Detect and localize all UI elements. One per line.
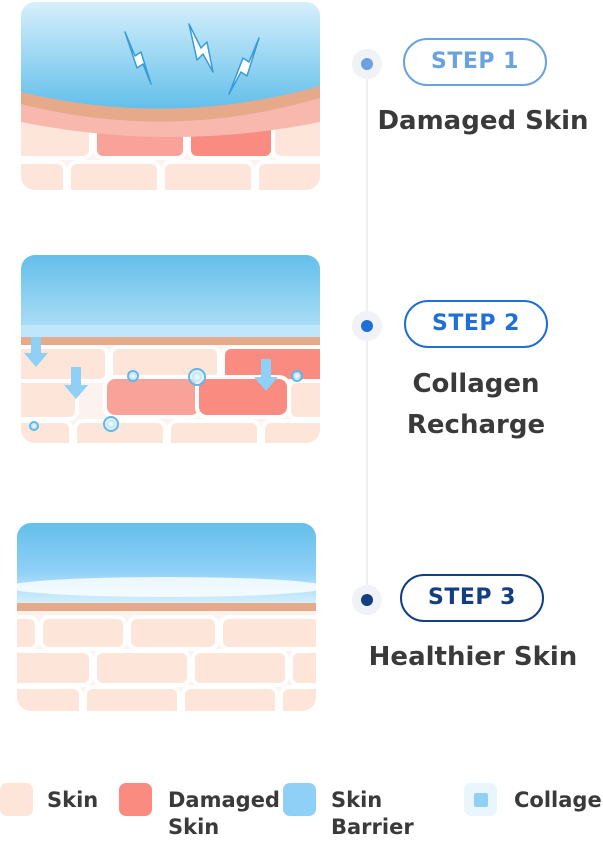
timeline-dot-step-1 (352, 49, 382, 79)
timeline-dot-step-2 (352, 311, 382, 341)
step-1-badge: STEP 1 (403, 38, 547, 86)
timeline-dot-step-3 (352, 585, 382, 615)
collagen-swatch (464, 783, 497, 816)
step-2-badge: STEP 2 (404, 300, 548, 348)
legend-label-damaged-skin: Damaged Skin (168, 788, 280, 839)
step-3-badge: STEP 3 (400, 574, 544, 622)
lightning-bolt-icon (124, 23, 260, 95)
legend-label-skin: Skin (47, 788, 99, 812)
damaged-skin-illustration (21, 2, 320, 190)
skin-barrier-swatch (283, 783, 316, 816)
step-2-title: Collagen Recharge (406, 369, 546, 440)
collagen-bubble-icon (29, 368, 303, 432)
damaged-skin-swatch (119, 783, 152, 816)
legend-label-collagen: Collagen (514, 788, 603, 812)
skin-swatch (0, 783, 33, 816)
down-arrow-icon (24, 337, 278, 399)
legend-label-skin-barrier: Skin Barrier (331, 788, 414, 839)
healthier-skin-illustration (17, 523, 316, 711)
collagen-recharge-illustration (21, 255, 320, 443)
step-3-title: Healthier Skin (368, 642, 578, 672)
step-1-title: Damaged Skin (377, 106, 589, 136)
